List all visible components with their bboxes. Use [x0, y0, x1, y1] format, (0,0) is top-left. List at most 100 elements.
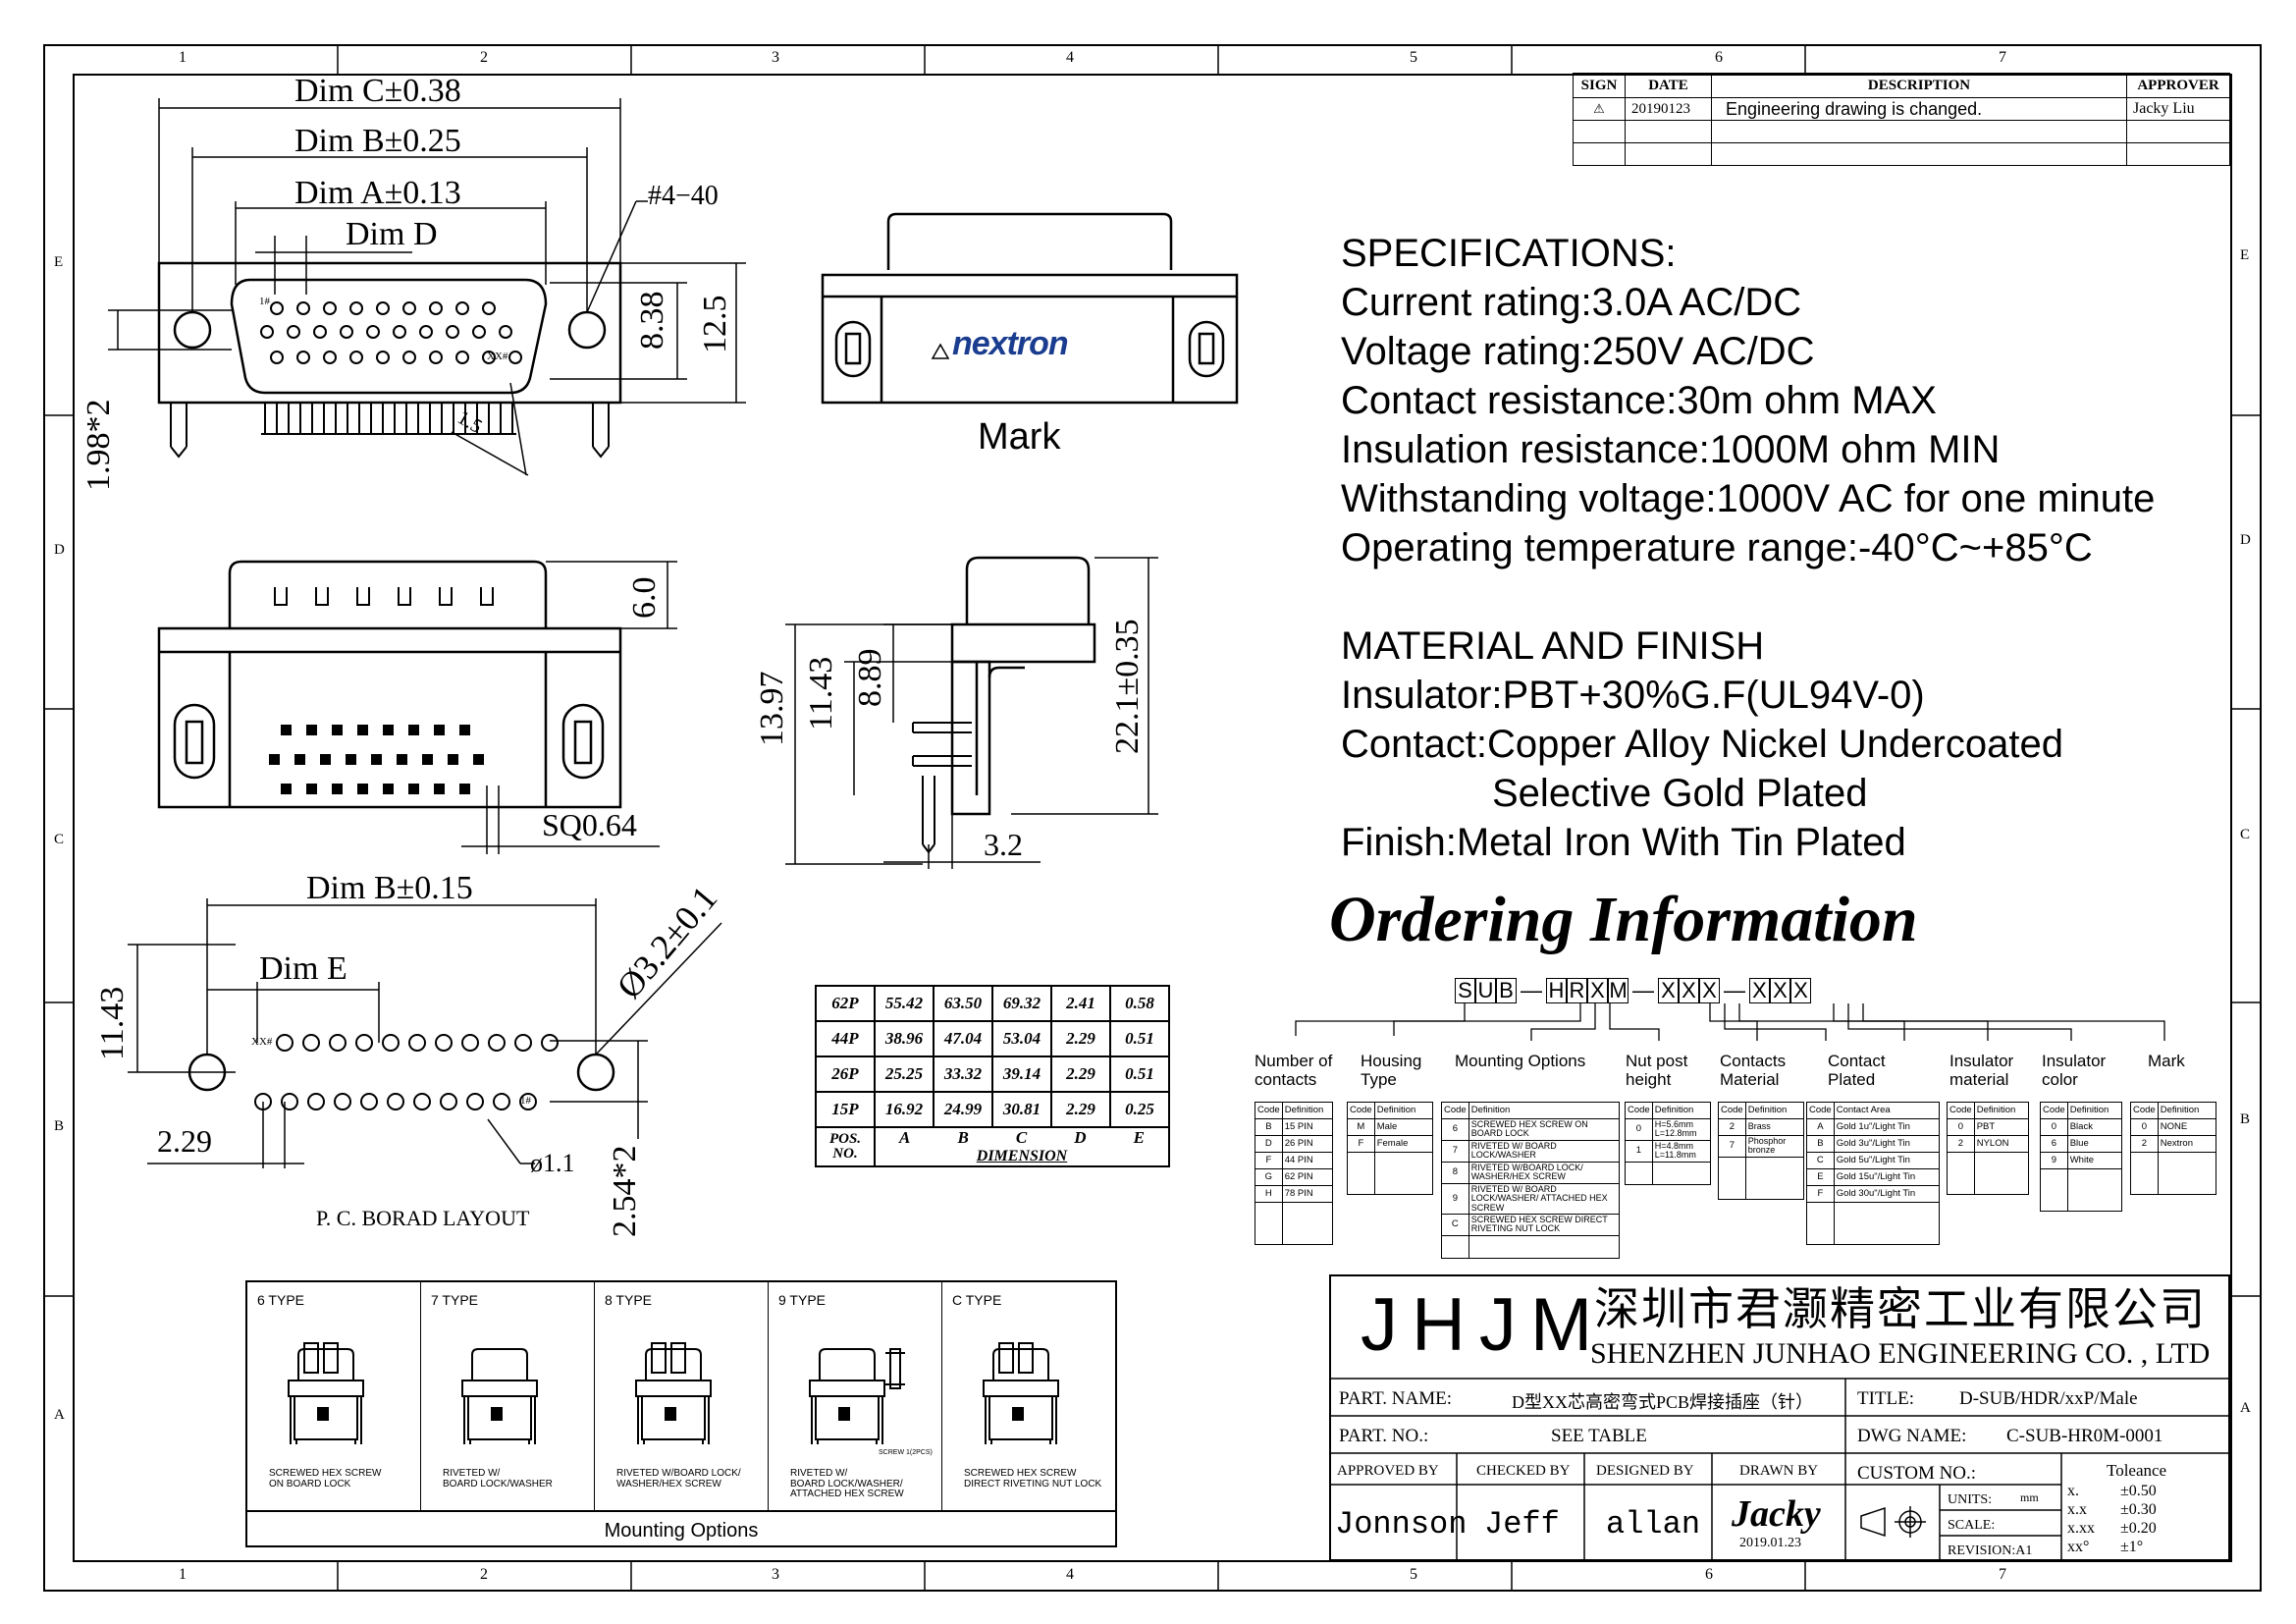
option-code: C — [1806, 1152, 1835, 1169]
table-cell: 47.04 — [933, 1020, 993, 1057]
square-pin — [306, 784, 317, 794]
code-char: S — [1455, 978, 1475, 1003]
head-code: Code — [2130, 1102, 2159, 1119]
ordering-category-label: Insulator material — [1949, 1052, 2014, 1089]
option-definition: Black — [2066, 1118, 2123, 1136]
col-label-b3: 3 — [772, 1566, 779, 1583]
contact-pin — [508, 351, 522, 364]
contact-pin — [472, 325, 486, 339]
tolerance-value: ±1° — [2120, 1539, 2144, 1555]
table-cell: 24.99 — [933, 1091, 993, 1128]
spec-line-4: Insulation resistance:1000M ohm MIN — [1341, 428, 2001, 471]
head-code: Code — [1806, 1102, 1835, 1119]
approved-by-label: APPROVED BY — [1337, 1463, 1439, 1479]
code-char: X — [1679, 978, 1699, 1003]
pcb-hole — [514, 1034, 532, 1052]
pcb-1143-label: 11.43 — [94, 986, 131, 1060]
rev-description: Engineering drawing is changed. — [1711, 97, 2127, 121]
code-char: X — [1658, 978, 1679, 1003]
tolerance-key: x.xx — [2067, 1520, 2095, 1537]
pcb-hole — [519, 1093, 537, 1110]
pcb-pinx-label: XX# — [251, 1036, 273, 1048]
contact-pin — [296, 351, 310, 364]
checked-by-value: Jeff — [1484, 1506, 1560, 1543]
option-code: 7 — [1441, 1139, 1469, 1163]
contact-pin — [349, 301, 363, 315]
col-label-4: 4 — [1066, 49, 1074, 66]
contact-pin — [499, 325, 512, 339]
table-cell: 2.41 — [1050, 985, 1111, 1022]
option-definition: RIVETED W/ BOARD LOCK/WASHER/ ATTACHED H… — [1468, 1182, 1621, 1215]
top-view-connector — [108, 98, 746, 476]
row-label-e-right: E — [2240, 247, 2250, 263]
head-code: Code — [1347, 1102, 1375, 1119]
mounting-type-name: 7 TYPE — [431, 1292, 478, 1308]
square-pin — [383, 784, 394, 794]
square-pin — [422, 754, 433, 765]
option-definition: 78 PIN — [1281, 1185, 1334, 1203]
contact-pin — [376, 301, 390, 315]
option-definition: Nextron — [2157, 1135, 2217, 1153]
pcb-hole — [329, 1034, 347, 1052]
spec-line-1: Current rating:3.0A AC/DC — [1341, 281, 1802, 324]
ordering-category-label: Nut post height — [1626, 1052, 1688, 1089]
table-cell: 62P — [815, 985, 876, 1022]
row-label-a-right: A — [2240, 1400, 2251, 1416]
dimension-footer: DIMENSION — [976, 1148, 1068, 1164]
tolerance-title: Toleance — [2107, 1461, 2167, 1480]
pcb-hole — [382, 1034, 400, 1052]
mounting-type-drawing — [288, 1342, 364, 1444]
approved-by-value: Jonnson — [1335, 1506, 1468, 1543]
contact-pin — [366, 325, 380, 339]
option-code: 8 — [1441, 1161, 1469, 1184]
rev-head-approver: APPROVER — [2126, 73, 2230, 98]
square-pin — [434, 725, 445, 735]
side-32-label: 3.2 — [984, 827, 1023, 862]
pin1-label: 1# — [259, 296, 270, 307]
option-definition: Gold 1u"/Light Tin — [1833, 1118, 1941, 1136]
warning-triangle-icon: ⚠ — [1593, 101, 1605, 116]
table-cell: 63.50 — [933, 985, 993, 1022]
mounting-type-drawing — [461, 1348, 538, 1444]
material-contact-1: Contact:Copper Alloy Nickel Undercoated — [1341, 723, 2063, 766]
square-pin — [357, 784, 368, 794]
head-code: Code — [1718, 1102, 1746, 1119]
contact-pin — [323, 351, 337, 364]
col-label-6: 6 — [1715, 49, 1723, 66]
ordering-category-label: Contact Plated — [1828, 1052, 1886, 1089]
checked-by-label: CHECKED BY — [1476, 1463, 1571, 1479]
option-code: 0 — [1947, 1118, 1975, 1136]
contact-pin — [270, 301, 284, 315]
option-code: 0 — [2040, 1118, 2068, 1136]
code-char: M — [1608, 978, 1629, 1003]
square-pin — [408, 725, 419, 735]
sq064-label: SQ0.64 — [542, 807, 637, 842]
company-name-en: SHENZHEN JUNHAO ENGINEERING CO. , LTD — [1590, 1337, 2211, 1370]
square-pin — [332, 784, 343, 794]
ordering-leaders — [1295, 1003, 2165, 1041]
material-insulator: Insulator:PBT+30%G.F(UL94V-0) — [1341, 674, 1925, 717]
option-code: H — [1255, 1185, 1283, 1203]
option-code: F — [1347, 1135, 1375, 1153]
table-cell: 2.29 — [1050, 1056, 1111, 1093]
square-pin — [408, 784, 419, 794]
spec-line-3: Contact resistance:30m ohm MAX — [1341, 379, 1937, 422]
mounting-type-drawing — [635, 1342, 712, 1444]
square-pin — [306, 725, 317, 735]
square-pin — [332, 725, 343, 735]
thread-label: #4−40 — [648, 181, 719, 211]
option-code: 1 — [1625, 1139, 1653, 1163]
